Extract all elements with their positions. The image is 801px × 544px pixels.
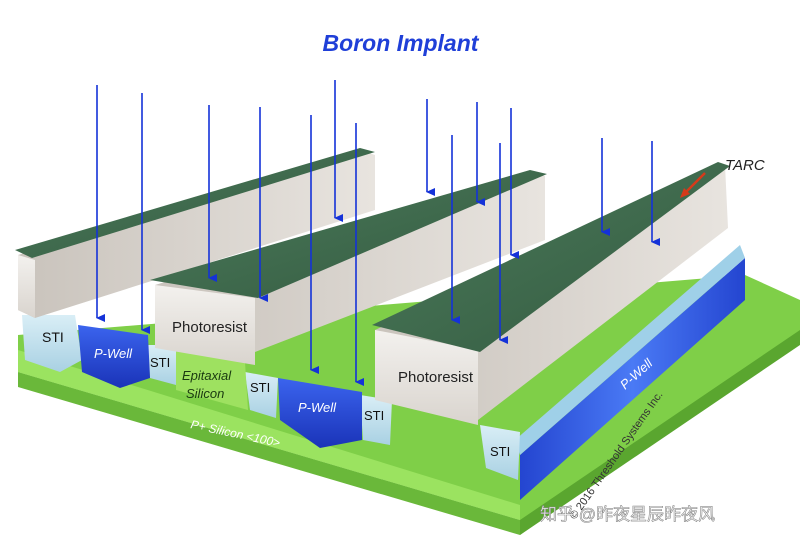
boron-implant-arrows [96,80,660,386]
watermark-label: 知乎 @昨夜星辰昨夜风 [540,505,715,524]
p-well-left-label: P-Well [94,346,133,361]
tarc-label: TARC [725,157,765,174]
tarc-pointer-head [680,188,690,198]
photoresist-middle-label: Photoresist [172,319,248,336]
epitaxial-label-line1: Epitaxial [182,368,232,383]
sti-label-2: STI [150,355,170,370]
sti-label-5: STI [490,444,510,459]
sti-label-4: STI [364,408,384,423]
sti-label-1: STI [42,329,64,345]
photoresist-right [372,162,730,425]
epitaxial-silicon [176,350,248,410]
diagram-title: Boron Implant [322,30,479,56]
p-well-pockets [78,325,362,448]
photoresist-left [15,148,375,318]
sti-label-3: STI [250,380,270,395]
p-well-mid-label: P-Well [298,400,337,415]
photoresist-middle [150,170,547,365]
sti-regions [22,315,520,480]
photoresist-right-label: Photoresist [398,369,474,386]
p-well-right-region [515,245,745,500]
epitaxial-label-line2: Silicon [186,386,224,401]
